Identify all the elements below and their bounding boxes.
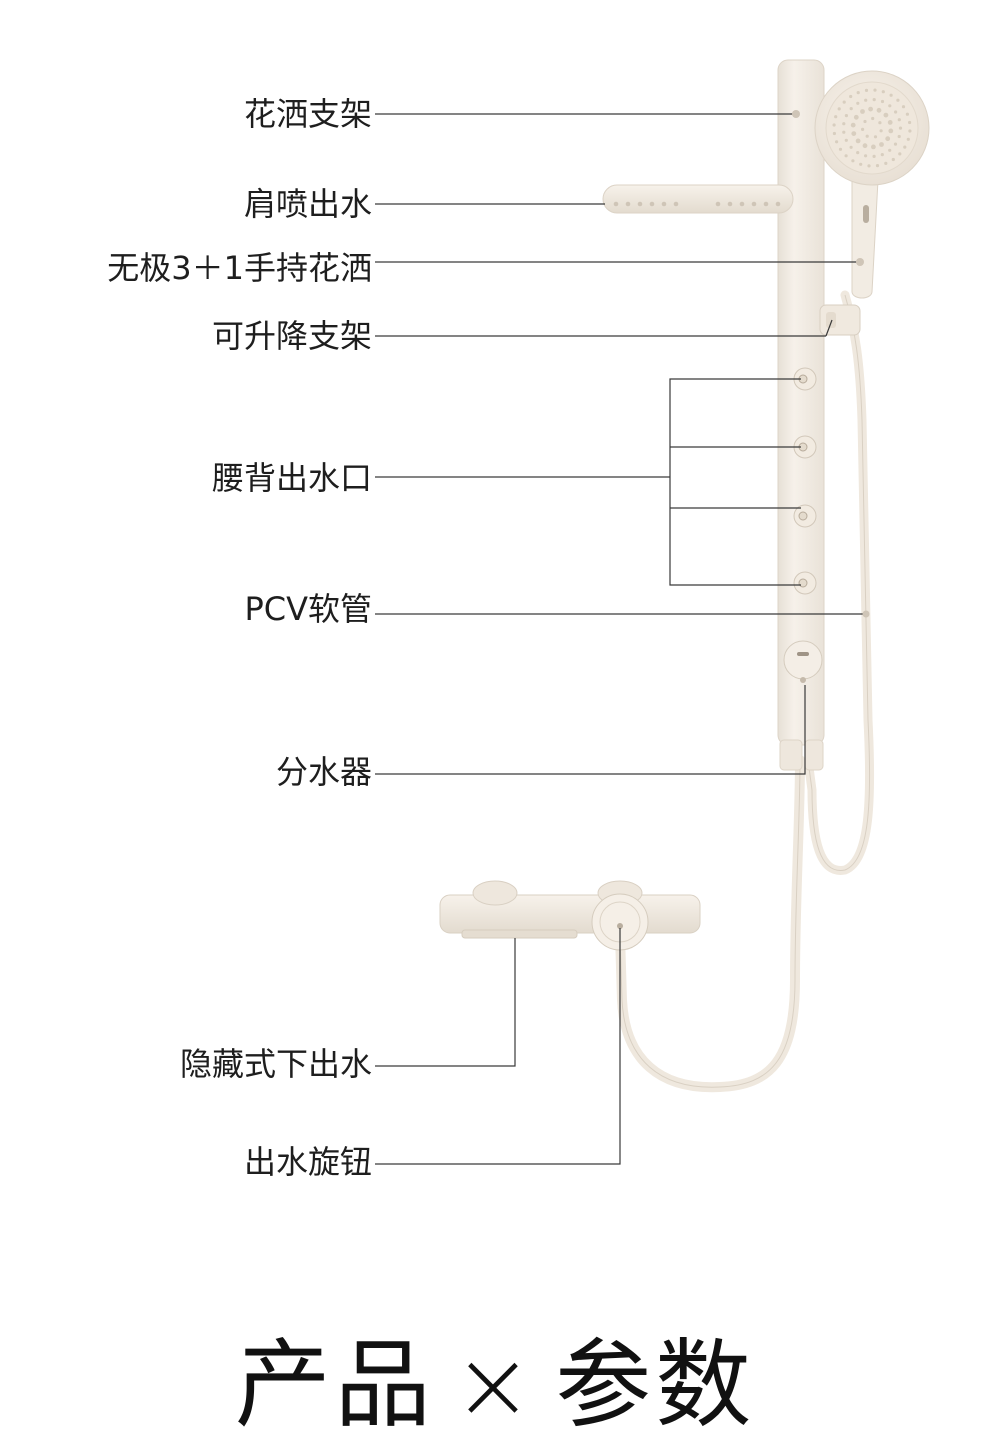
- label-hidden-outlet: 隐藏式下出水: [179, 1045, 372, 1083]
- shower-head-nozzles: [832, 88, 912, 168]
- leader-lines: [375, 113, 866, 1165]
- leader-dots: [792, 110, 870, 618]
- hose-outline: [807, 294, 871, 871]
- column-base-left: [779, 739, 803, 771]
- shoulder-spray-nozzles: [613, 201, 781, 207]
- label-shower-holder: 花洒支架: [243, 95, 372, 133]
- section-title-separator: ×: [452, 1329, 538, 1441]
- column-base-right: [804, 739, 824, 771]
- back-jets: [793, 367, 817, 595]
- handheld-handle: [851, 179, 879, 299]
- mixer-inlet-left: [472, 880, 518, 906]
- label-back-jets: 腰背出水口: [211, 459, 372, 497]
- hidden-outlet: [461, 929, 578, 939]
- section-title-right: 参数: [555, 1329, 756, 1441]
- section-title-left: 产品: [234, 1329, 435, 1441]
- leader-diverter: [375, 685, 806, 775]
- label-lift-bracket: 可升降支架: [211, 317, 372, 355]
- leader-outlet-knob: [375, 928, 621, 1165]
- label-shoulder-spray: 肩喷出水: [243, 185, 372, 223]
- shoulder-spray-bar: [602, 184, 794, 214]
- label-diverter: 分水器: [275, 753, 372, 791]
- label-outlet-knob: 出水旋钮: [243, 1143, 372, 1181]
- label-handheld-shower: 无极3＋1手持花洒: [107, 249, 372, 287]
- diverter-knob: [783, 640, 823, 680]
- leader-hidden-outlet: [375, 938, 516, 1067]
- handheld-button: [863, 205, 869, 223]
- label-hose: PCV软管: [244, 590, 372, 628]
- lower-hose-outline: [619, 759, 801, 1088]
- section-title: 产品×参数: [0, 1330, 990, 1440]
